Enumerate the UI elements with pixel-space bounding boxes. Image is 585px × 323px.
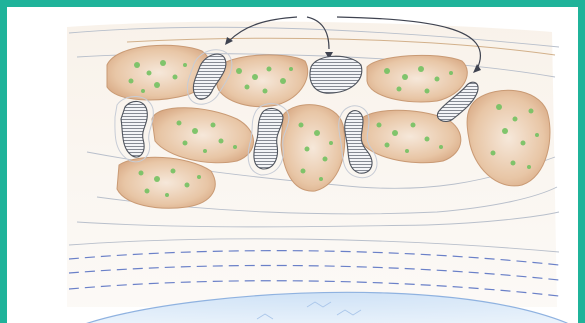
tissue-illustration [7,7,578,323]
cell [367,55,467,102]
cell [117,157,215,208]
